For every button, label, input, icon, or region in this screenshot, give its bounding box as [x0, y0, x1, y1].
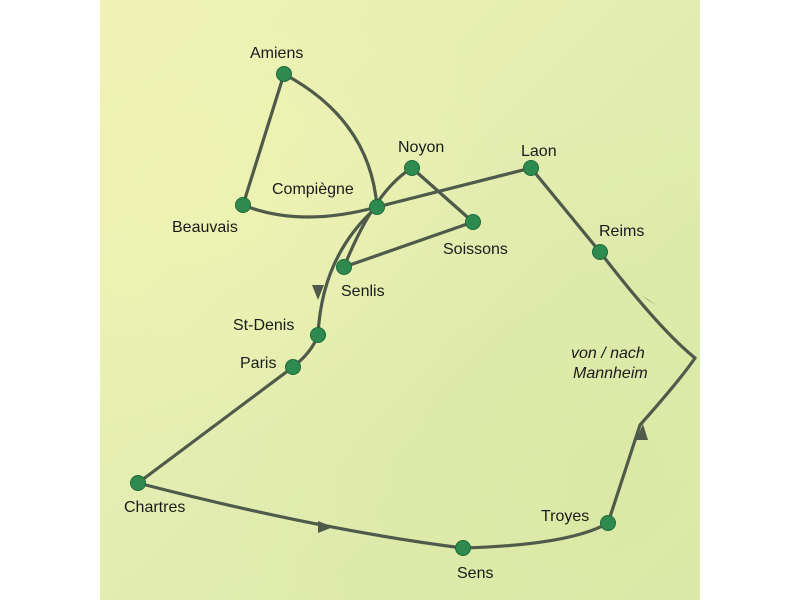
city-label-chartres: Chartres — [124, 499, 185, 516]
city-marker-sens — [455, 540, 471, 556]
route-noyon-senlis — [342, 166, 414, 269]
city-marker-beauvais — [235, 197, 251, 213]
city-label-paris: Paris — [240, 355, 276, 372]
connection-label-line2: Mannheim — [573, 365, 648, 382]
city-label-laon: Laon — [521, 143, 557, 160]
city-label-st-denis: St-Denis — [233, 317, 294, 334]
city-label-soissons: Soissons — [443, 241, 508, 258]
city-marker-laon — [523, 160, 539, 176]
route-amiens-beauvais — [241, 72, 286, 207]
city-marker-compiegne — [369, 199, 385, 215]
route-compiegne-stdenis — [316, 205, 379, 337]
direction-arrow-icon — [312, 285, 324, 300]
route-beauvais-compiegne — [241, 203, 379, 219]
direction-arrow-icon — [318, 521, 333, 533]
route-laon-reims — [529, 166, 602, 254]
city-marker-chartres — [130, 475, 146, 491]
route-soissons-senlis — [342, 220, 475, 269]
city-label-troyes: Troyes — [541, 508, 589, 525]
city-marker-noyon — [404, 160, 420, 176]
city-label-amiens: Amiens — [250, 45, 303, 62]
route-mannheim-reims — [598, 250, 697, 360]
route-compiegne-laon — [375, 166, 533, 209]
city-label-reims: Reims — [599, 223, 644, 240]
route-paris-chartres — [136, 365, 295, 485]
direction-arrow-icon — [641, 295, 658, 306]
direction-arrow-icon — [636, 424, 648, 440]
connection-label-line1: von / nach — [571, 345, 645, 362]
route-chartres-sens — [136, 481, 465, 550]
route-amiens-compiegne — [282, 72, 379, 209]
route-troyes-mannheim — [606, 356, 697, 525]
city-marker-senlis — [336, 259, 352, 275]
city-label-compiegne: Compiègne — [272, 181, 354, 198]
city-marker-reims — [592, 244, 608, 260]
city-marker-paris — [285, 359, 301, 375]
city-label-sens: Sens — [457, 565, 493, 582]
city-label-beauvais: Beauvais — [172, 219, 238, 236]
city-marker-troyes — [600, 515, 616, 531]
city-marker-amiens — [276, 66, 292, 82]
city-label-senlis: Senlis — [341, 283, 385, 300]
city-marker-st-denis — [310, 327, 326, 343]
route-sens-troyes — [461, 521, 610, 550]
city-label-noyon: Noyon — [398, 139, 444, 156]
route-noyon-soissons — [410, 166, 475, 224]
city-marker-soissons — [465, 214, 481, 230]
